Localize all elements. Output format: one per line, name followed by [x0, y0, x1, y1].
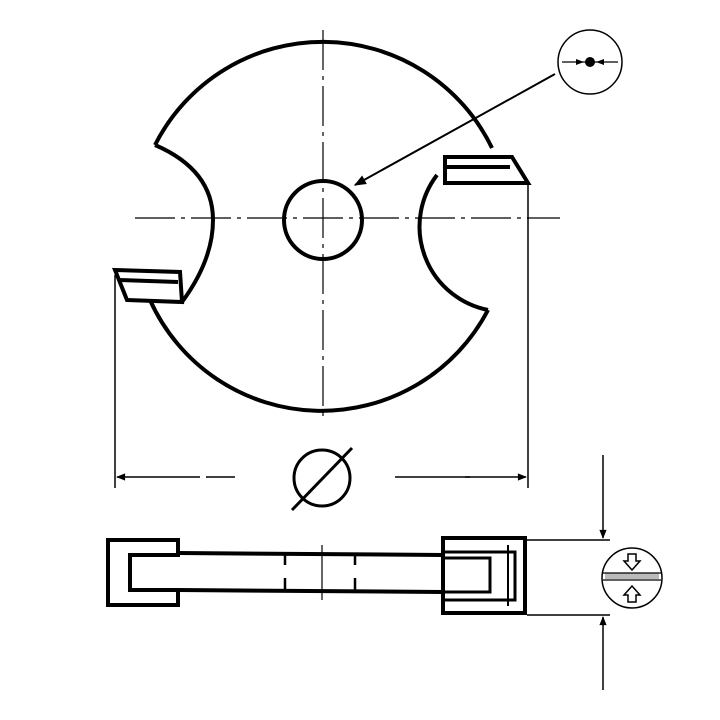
thickness-symbol	[601, 547, 663, 609]
center-lines	[135, 30, 560, 420]
leader-arrow	[353, 73, 556, 186]
thickness-dimension	[527, 455, 610, 690]
side-hole-lines	[283, 545, 357, 600]
side-right-tooth	[441, 536, 527, 615]
side-view	[106, 536, 527, 615]
right-tooth	[443, 155, 532, 185]
side-body	[177, 551, 444, 594]
diameter-icon	[290, 446, 354, 512]
hub-hole	[282, 179, 364, 261]
clamp-arrows-icon	[622, 553, 642, 603]
concentricity-symbol	[557, 29, 623, 95]
disc-outline	[148, 39, 494, 413]
left-tooth	[112, 267, 185, 305]
side-left-tooth	[106, 538, 180, 607]
diameter-dimension	[114, 185, 529, 488]
centered-dot-icon	[585, 57, 595, 67]
